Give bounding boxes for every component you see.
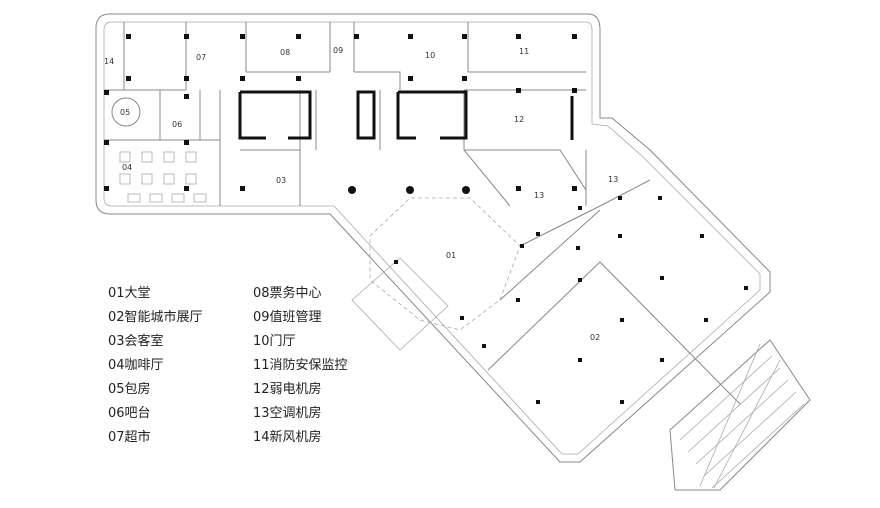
south-east-ramp-steps — [679, 343, 805, 489]
south-east-ramp — [669, 339, 811, 491]
building-outline-north — [95, 13, 771, 463]
room-label-13a: 13 — [534, 191, 544, 200]
legend-item-13: 13空调机房 — [253, 406, 322, 421]
round-table — [111, 97, 141, 127]
stair-core-west — [238, 90, 312, 140]
room-label-06: 06 — [172, 120, 182, 129]
room-label-04: 04 — [122, 163, 132, 172]
cafe-tables — [119, 151, 207, 203]
legend-item-06: 06吧台 — [108, 406, 151, 421]
room-label-11: 11 — [519, 47, 529, 56]
columns — [104, 34, 748, 404]
room-label-12: 12 — [514, 115, 524, 124]
legend-item-12: 12弱电机房 — [253, 382, 322, 397]
room-label-14: 14 — [104, 57, 114, 66]
building-outline-inner — [103, 21, 761, 455]
room-label-08: 08 — [280, 48, 290, 57]
hall-dashed-outline — [369, 197, 521, 331]
room-label-10: 10 — [425, 51, 435, 60]
legend-item-02: 02智能城市展厅 — [108, 310, 203, 325]
room-label-02: 02 — [590, 333, 600, 342]
room-label-13b: 13 — [608, 175, 618, 184]
legend-item-08: 08票务中心 — [253, 286, 322, 301]
legend-left: 01大堂 02智能城市展厅 03会客室 04咖啡厅 05包房 06吧台 07超市 — [108, 282, 203, 450]
legend-item-11: 11消防安保监控 — [253, 358, 348, 373]
room-label-03: 03 — [276, 176, 286, 185]
exhibition-walls — [487, 179, 741, 405]
stair-core-east — [396, 90, 468, 140]
room-label-05: 05 — [120, 108, 130, 117]
legend-item-03: 03会客室 — [108, 334, 164, 349]
room-label-07: 07 — [196, 53, 206, 62]
legend-item-04: 04咖啡厅 — [108, 358, 164, 373]
room-label-09: 09 — [333, 46, 343, 55]
legend-item-01: 01大堂 — [108, 286, 151, 301]
core-shaft — [356, 90, 376, 140]
legend-item-05: 05包房 — [108, 382, 151, 397]
entry-canopy — [351, 257, 449, 351]
legend-item-07: 07超市 — [108, 430, 151, 445]
legend-item-10: 10门厅 — [253, 334, 296, 349]
middle-walls — [104, 89, 587, 207]
legend-item-09: 09值班管理 — [253, 310, 322, 325]
room-label-01: 01 — [446, 251, 456, 260]
legend-item-14: 14新风机房 — [253, 430, 322, 445]
north-room-walls — [104, 22, 586, 91]
legend-right: 08票务中心 09值班管理 10门厅 11消防安保监控 12弱电机房 13空调机… — [253, 282, 348, 450]
